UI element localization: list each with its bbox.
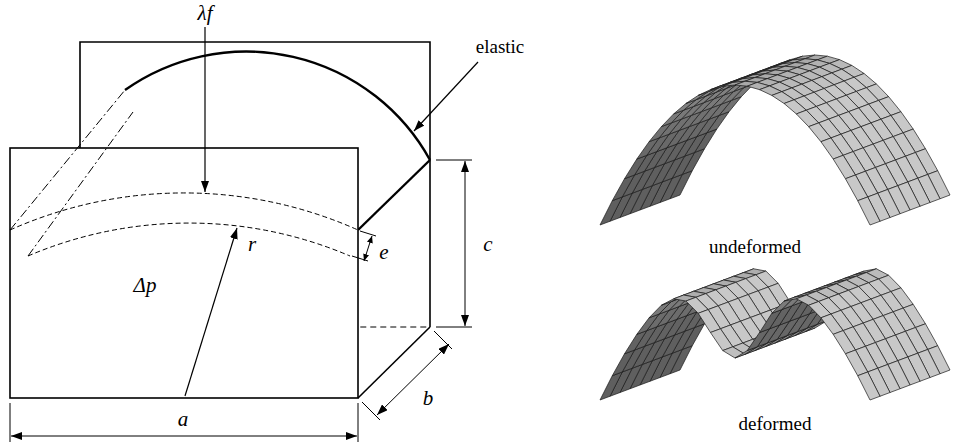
symbol-label: λf bbox=[198, 3, 213, 24]
symbol-label: b bbox=[423, 388, 434, 409]
deformed-mesh-cell bbox=[649, 301, 671, 317]
shell-mesh bbox=[600, 55, 950, 400]
extension-line bbox=[358, 403, 359, 442]
deformed-mesh-cell bbox=[747, 329, 769, 351]
extension-line bbox=[436, 160, 472, 161]
symbol-label: c bbox=[483, 234, 492, 255]
undeformed-mesh-cell bbox=[821, 138, 843, 159]
dimension-line bbox=[377, 344, 449, 415]
leader-line bbox=[414, 62, 478, 131]
deformed-mesh-cell bbox=[845, 350, 867, 376]
extension-line bbox=[360, 231, 376, 236]
extension-line bbox=[362, 402, 380, 420]
extension-line bbox=[10, 403, 11, 442]
undeformed-mesh-cell bbox=[600, 197, 622, 225]
undeformed-mesh-cell bbox=[674, 100, 696, 114]
deformed-mesh-cell bbox=[698, 310, 720, 333]
load-arrow bbox=[204, 27, 205, 192]
dimension-line bbox=[364, 236, 372, 261]
deformed-mesh-cell bbox=[637, 314, 659, 334]
hidden-edge bbox=[10, 148, 430, 398]
generator-line bbox=[10, 90, 125, 230]
deformed-mesh-cell bbox=[625, 331, 647, 354]
shell-edge bbox=[358, 160, 430, 230]
shell-arc bbox=[125, 52, 430, 160]
hidden-arc bbox=[28, 223, 350, 256]
extension-line bbox=[434, 331, 452, 349]
undeformed-mesh-cell bbox=[833, 155, 855, 178]
deformed-mesh-cell bbox=[600, 372, 622, 400]
symbol-label: a bbox=[178, 409, 189, 430]
deformed-mesh-cell bbox=[821, 314, 843, 334]
undeformed-mesh-cell bbox=[637, 138, 659, 159]
dimension-line bbox=[465, 161, 466, 326]
undeformed-mesh-cell bbox=[649, 123, 671, 142]
deformed-mesh-cell bbox=[612, 350, 634, 376]
material-label: elastic bbox=[476, 37, 525, 56]
deformed-mesh-cell bbox=[858, 372, 880, 400]
deformed-mesh-cell bbox=[723, 347, 745, 358]
state-label: undeformed bbox=[709, 237, 801, 256]
radius-arrow bbox=[185, 228, 237, 396]
deformed-mesh-cell bbox=[735, 347, 757, 358]
box-edge bbox=[358, 327, 430, 398]
undeformed-mesh-cell bbox=[696, 88, 718, 100]
symbol-label: r bbox=[248, 234, 256, 255]
front-face bbox=[10, 148, 358, 398]
deformed-mesh-cell bbox=[710, 329, 732, 351]
undeformed-mesh-cell bbox=[686, 92, 708, 104]
undeformed-mesh-cell bbox=[612, 175, 634, 201]
undeformed-mesh-cell bbox=[661, 110, 683, 126]
undeformed-mesh-cell bbox=[845, 175, 867, 201]
deformed-mesh-cell bbox=[833, 331, 855, 354]
state-label: deformed bbox=[739, 414, 812, 433]
undeformed-mesh-cell bbox=[858, 197, 880, 225]
generator-line bbox=[28, 112, 133, 256]
hidden-arc bbox=[10, 193, 358, 230]
symbol-label: e bbox=[379, 242, 388, 263]
undeformed-mesh-cell bbox=[625, 155, 647, 178]
symbol-label: Δp bbox=[134, 275, 157, 296]
deformed-mesh-cell bbox=[760, 310, 782, 333]
dimension-line bbox=[11, 436, 357, 437]
extension-line bbox=[436, 327, 472, 328]
